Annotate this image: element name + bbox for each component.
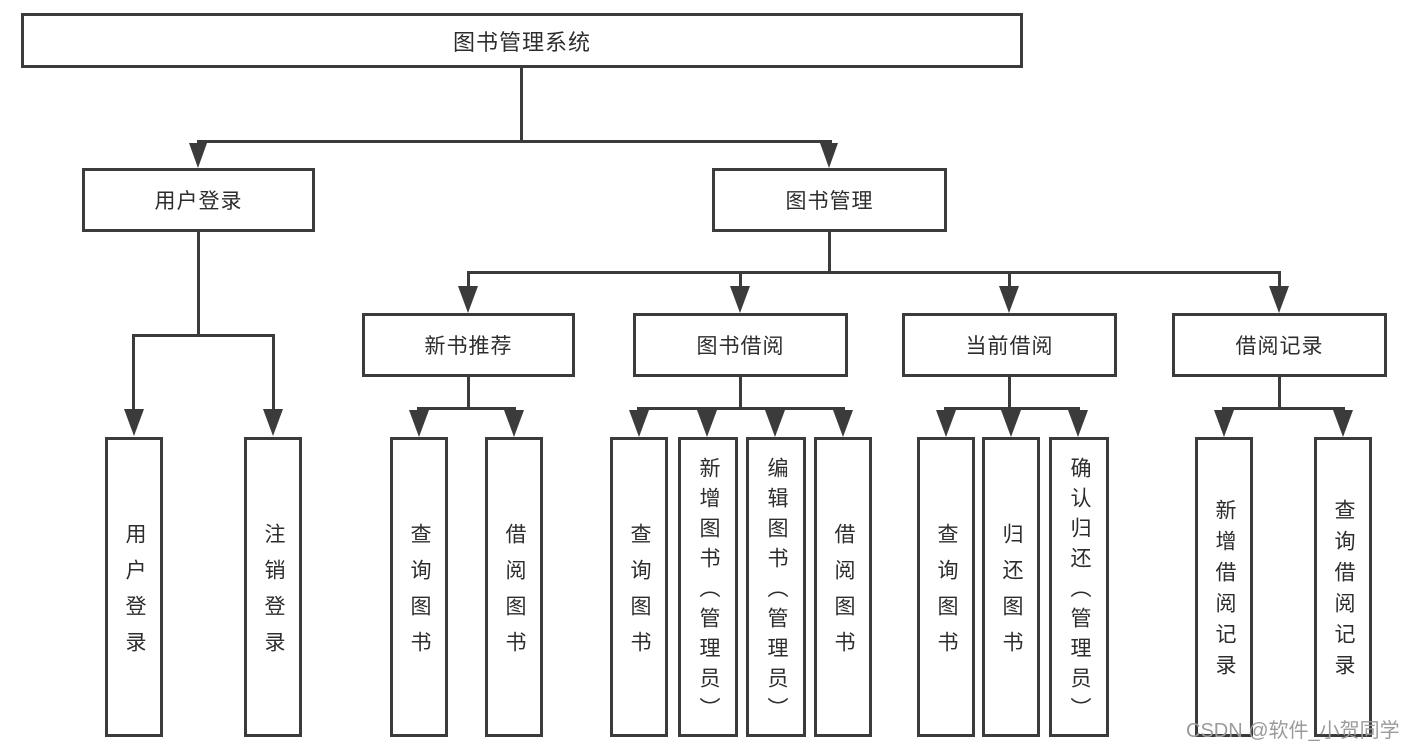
node-borrowing-records: 借阅记录: [1172, 313, 1387, 377]
connector-userlogin-stub-right: [272, 334, 275, 412]
node-new-book-recommend-label: 新书推荐: [424, 335, 513, 358]
leaf-add-borrow-record-label: 新增借阅记录: [1213, 499, 1236, 685]
connector-bookmgmt-stub-1: [467, 271, 470, 288]
arrowhead-to-book-borrowing: [730, 286, 750, 313]
leaf-borrow-books-recommend: 借阅图书: [485, 437, 543, 737]
connector-borrowing-hline: [637, 407, 845, 410]
arrowhead-to-user-login: [189, 143, 207, 168]
leaf-query-borrow-record-label: 查询借阅记录: [1332, 499, 1355, 685]
leaf-user-login-label: 用户登录: [123, 522, 146, 667]
node-book-borrowing-label: 图书借阅: [696, 335, 785, 358]
leaf-query-borrow-record: 查询借阅记录: [1314, 437, 1372, 737]
leaf-return-books-label: 归还图书: [1000, 522, 1023, 667]
node-current-borrowing-label: 当前借阅: [965, 335, 1054, 358]
leaf-logout: 注销登录: [244, 437, 302, 737]
leaf-add-book-admin-label: 新增图书（管理员）: [697, 456, 720, 727]
arrowhead-to-leaf-borrow-books-recommend: [504, 410, 524, 437]
node-user-login-label: 用户登录: [154, 190, 243, 213]
arrowhead-to-new-book-recommend: [458, 286, 478, 313]
connector-userlogin-vline: [197, 232, 200, 337]
arrowhead-to-leaf-borrow-books-borrowing: [833, 410, 853, 437]
node-borrowing-records-label: 借阅记录: [1235, 335, 1324, 358]
leaf-edit-book-admin-label: 编辑图书（管理员）: [765, 456, 788, 727]
arrowhead-to-leaf-query-books-borrowing: [629, 410, 649, 437]
leaf-borrow-books-borrowing-label: 借阅图书: [832, 522, 855, 667]
leaf-confirm-return-admin-label: 确认归还（管理员）: [1068, 456, 1091, 727]
connector-current-hline: [944, 407, 1080, 410]
connector-current-vline: [1008, 377, 1011, 410]
arrowhead-to-leaf-add-book: [697, 410, 717, 437]
leaf-add-book-admin: 新增图书（管理员）: [678, 437, 738, 737]
connector-bookmgmt-vline: [828, 232, 831, 274]
node-book-management-label: 图书管理: [785, 190, 874, 213]
leaf-query-books-current: 查询图书: [917, 437, 975, 737]
node-library-system-label: 图书管理系统: [452, 29, 591, 55]
leaf-query-books-borrowing: 查询图书: [610, 437, 668, 737]
arrowhead-to-leaf-edit-book: [765, 410, 785, 437]
arrowhead-to-borrowing-records: [1269, 286, 1289, 313]
leaf-user-login: 用户登录: [105, 437, 163, 737]
leaf-add-borrow-record: 新增借阅记录: [1195, 437, 1253, 737]
leaf-query-books-borrowing-label: 查询图书: [628, 522, 651, 667]
connector-bookmgmt-stub-4: [1278, 271, 1281, 288]
arrowhead-to-book-management: [820, 143, 838, 168]
connector-bookmgmt-stub-3: [1008, 271, 1011, 288]
arrowhead-to-leaf-query-books-current: [936, 410, 956, 437]
arrowhead-to-leaf-logout: [263, 409, 283, 436]
arrowhead-to-leaf-query-books-recommend: [409, 410, 429, 437]
node-library-system: 图书管理系统: [21, 13, 1023, 68]
connector-root-vline: [520, 68, 523, 142]
leaf-borrow-books-recommend-label: 借阅图书: [503, 522, 526, 667]
leaf-edit-book-admin: 编辑图书（管理员）: [746, 437, 806, 737]
arrowhead-to-leaf-user-login: [124, 409, 144, 436]
connector-root-hline: [197, 140, 832, 143]
connector-borrowing-vline: [739, 377, 742, 410]
leaf-return-books: 归还图书: [982, 437, 1040, 737]
arrowhead-to-current-borrowing: [999, 286, 1019, 313]
arrowhead-to-leaf-add-borrow-record: [1214, 410, 1234, 437]
connector-bookmgmt-hline: [467, 271, 1281, 274]
node-new-book-recommend: 新书推荐: [362, 313, 575, 377]
node-book-management: 图书管理: [712, 168, 947, 232]
leaf-query-books-recommend-label: 查询图书: [408, 522, 431, 667]
arrowhead-to-leaf-confirm-return: [1068, 410, 1088, 437]
connector-records-hline: [1222, 407, 1345, 410]
connector-records-vline: [1278, 377, 1281, 410]
arrowhead-to-leaf-query-borrow-record: [1333, 410, 1353, 437]
leaf-query-books-current-label: 查询图书: [935, 522, 958, 667]
csdn-watermark: CSDN @软件_小贺同学: [1186, 720, 1400, 742]
connector-recommend-hline: [417, 407, 516, 410]
leaf-logout-label: 注销登录: [262, 522, 285, 667]
node-user-login: 用户登录: [82, 168, 315, 232]
leaf-query-books-recommend: 查询图书: [390, 437, 448, 737]
node-current-borrowing: 当前借阅: [902, 313, 1117, 377]
connector-recommend-vline: [467, 377, 470, 410]
connector-userlogin-hline: [132, 334, 275, 337]
connector-userlogin-stub-left: [132, 334, 135, 412]
leaf-confirm-return-admin: 确认归还（管理员）: [1049, 437, 1109, 737]
connector-bookmgmt-stub-2: [739, 271, 742, 288]
leaf-borrow-books-borrowing: 借阅图书: [814, 437, 872, 737]
node-book-borrowing: 图书借阅: [633, 313, 848, 377]
arrowhead-to-leaf-return-books: [1001, 410, 1021, 437]
